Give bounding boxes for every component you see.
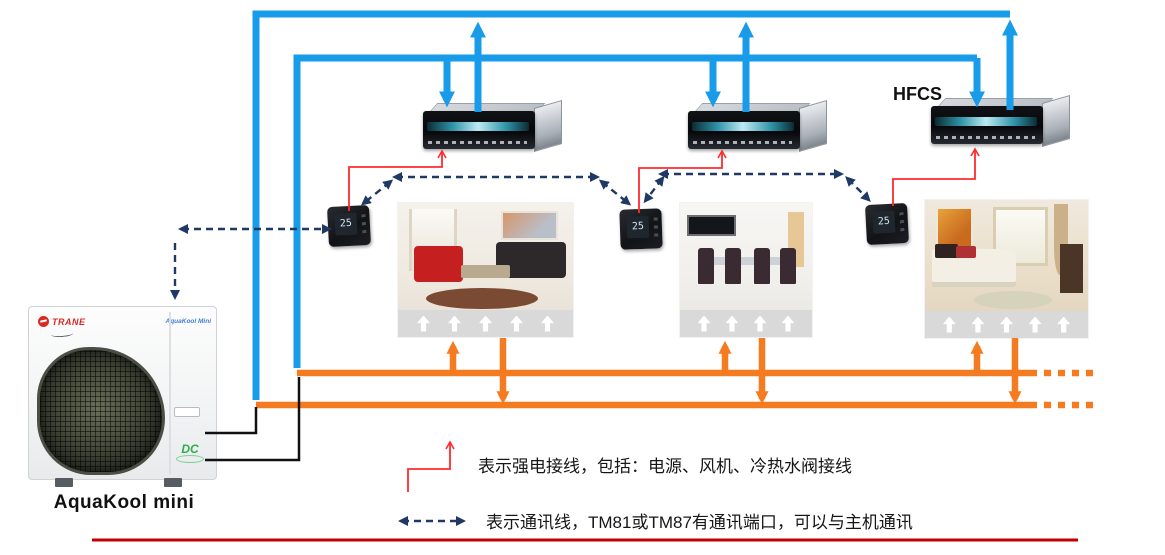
dining-room-scene: [680, 203, 812, 310]
thermostat-2: 25: [619, 208, 663, 250]
airflow-up-arrow-icon: [971, 316, 985, 333]
chair: [753, 247, 770, 285]
thermostat-display: 25: [872, 210, 896, 234]
trane-logo-text: TRANE: [52, 316, 86, 327]
chair: [780, 247, 797, 285]
airflow-up-arrow-icon: [510, 315, 523, 332]
living-room-photo: [398, 203, 573, 337]
red-pillow: [955, 245, 976, 258]
fcu-front-face: [688, 111, 800, 149]
wall-art: [503, 212, 556, 239]
dark-pillow: [934, 244, 958, 258]
fcu-grille: [692, 122, 794, 131]
panel-divider: [169, 312, 171, 474]
fcu-side-face: [1042, 94, 1070, 148]
comm-drop-thermostat2-right: [643, 175, 665, 204]
dining-room-photo: [680, 203, 812, 337]
legend-power-symbol: [407, 440, 455, 492]
airflow-strip: [680, 310, 812, 337]
airflow-up-arrow-icon: [1057, 316, 1071, 333]
fcu-side-face: [534, 99, 562, 153]
outdoor-unit-wires: [205, 377, 301, 462]
airflow-up-arrow-icon: [1028, 316, 1042, 333]
fcu-vents: [936, 136, 1035, 139]
thermostat-3: 25: [864, 202, 910, 246]
fcu-vents: [693, 141, 792, 144]
tv-cabinet: [1060, 244, 1084, 294]
trane-logo-icon: [38, 316, 49, 327]
fcu-front-face: [423, 111, 535, 149]
airflow-up-arrow-icon: [697, 315, 711, 332]
outdoor-unit-caption: AquaKool mini: [53, 492, 195, 513]
airflow-up-arrow-icon: [999, 316, 1013, 333]
wall-art: [938, 208, 971, 247]
outdoor-unit: TRANE AquaKool Mini DC: [28, 306, 217, 487]
airflow-up-arrow-icon: [725, 315, 739, 332]
fcu-grille: [935, 117, 1037, 126]
red-sofa: [413, 245, 463, 283]
comm-drop-thermostat1: [360, 179, 394, 206]
dc-inverter-badge: DC: [176, 443, 204, 463]
airflow-up-arrow-icon: [753, 315, 767, 332]
signature-scribble: [50, 330, 74, 338]
wall-art: [689, 216, 735, 235]
chair: [724, 247, 741, 285]
black-wire-2: [205, 377, 301, 462]
airflow-up-arrow-icon: [417, 315, 430, 332]
thermostat-display: 25: [626, 215, 650, 239]
model-badge: AquaKool Mini: [165, 318, 212, 325]
airflow-strip: [398, 310, 573, 337]
comm-drop-thermostat2-left: [598, 179, 632, 206]
fcu-grille: [427, 122, 529, 131]
fan-grille: [37, 347, 165, 475]
trane-logo: TRANE: [38, 316, 86, 327]
living-room-scene: [398, 203, 573, 310]
bedroom-scene: [925, 200, 1088, 311]
airflow-up-arrow-icon: [942, 316, 956, 333]
rug: [426, 287, 538, 309]
airflow-up-arrow-icon: [479, 315, 492, 332]
fcu-vents: [428, 141, 527, 144]
airflow-strip: [925, 311, 1088, 338]
rug: [973, 291, 1053, 309]
chair: [698, 247, 715, 285]
orange-distribution-lines: [256, 338, 1097, 409]
airflow-up-arrow-icon: [541, 315, 554, 332]
comm-drop-thermostat3: [845, 176, 871, 202]
thermostat-buttons: [653, 217, 659, 240]
service-handle: [174, 407, 200, 417]
unit-foot: [55, 478, 73, 487]
fcu-side-face: [799, 99, 827, 153]
airflow-up-arrow-icon: [448, 315, 461, 332]
coffee-table: [461, 265, 510, 278]
thermostat-buttons: [899, 212, 905, 235]
dining-table: [709, 256, 783, 266]
fan-coil-unit-1: [423, 99, 562, 153]
bedroom-photo: [925, 200, 1088, 338]
legend-power-line-text: 表示强电接线，包括：电源、风机、冷热水阀接线: [478, 457, 852, 476]
fcu-front-face: [931, 106, 1043, 144]
legend-comm-line-text: 表示通讯线，TM81或TM87有通讯端口，可以与主机通讯: [486, 513, 913, 532]
fan-coil-unit-3: [931, 94, 1070, 148]
thermostat-1: 25: [326, 204, 372, 248]
thermostat-buttons: [361, 214, 367, 237]
airflow-up-arrow-icon: [781, 315, 795, 332]
hfcs-label: HFCS: [893, 84, 942, 104]
power-wire-thermostat3-fcu3: [892, 147, 980, 206]
unit-foot: [164, 478, 182, 487]
thermostat-display: 25: [334, 212, 358, 236]
fan-coil-unit-2: [688, 99, 827, 153]
